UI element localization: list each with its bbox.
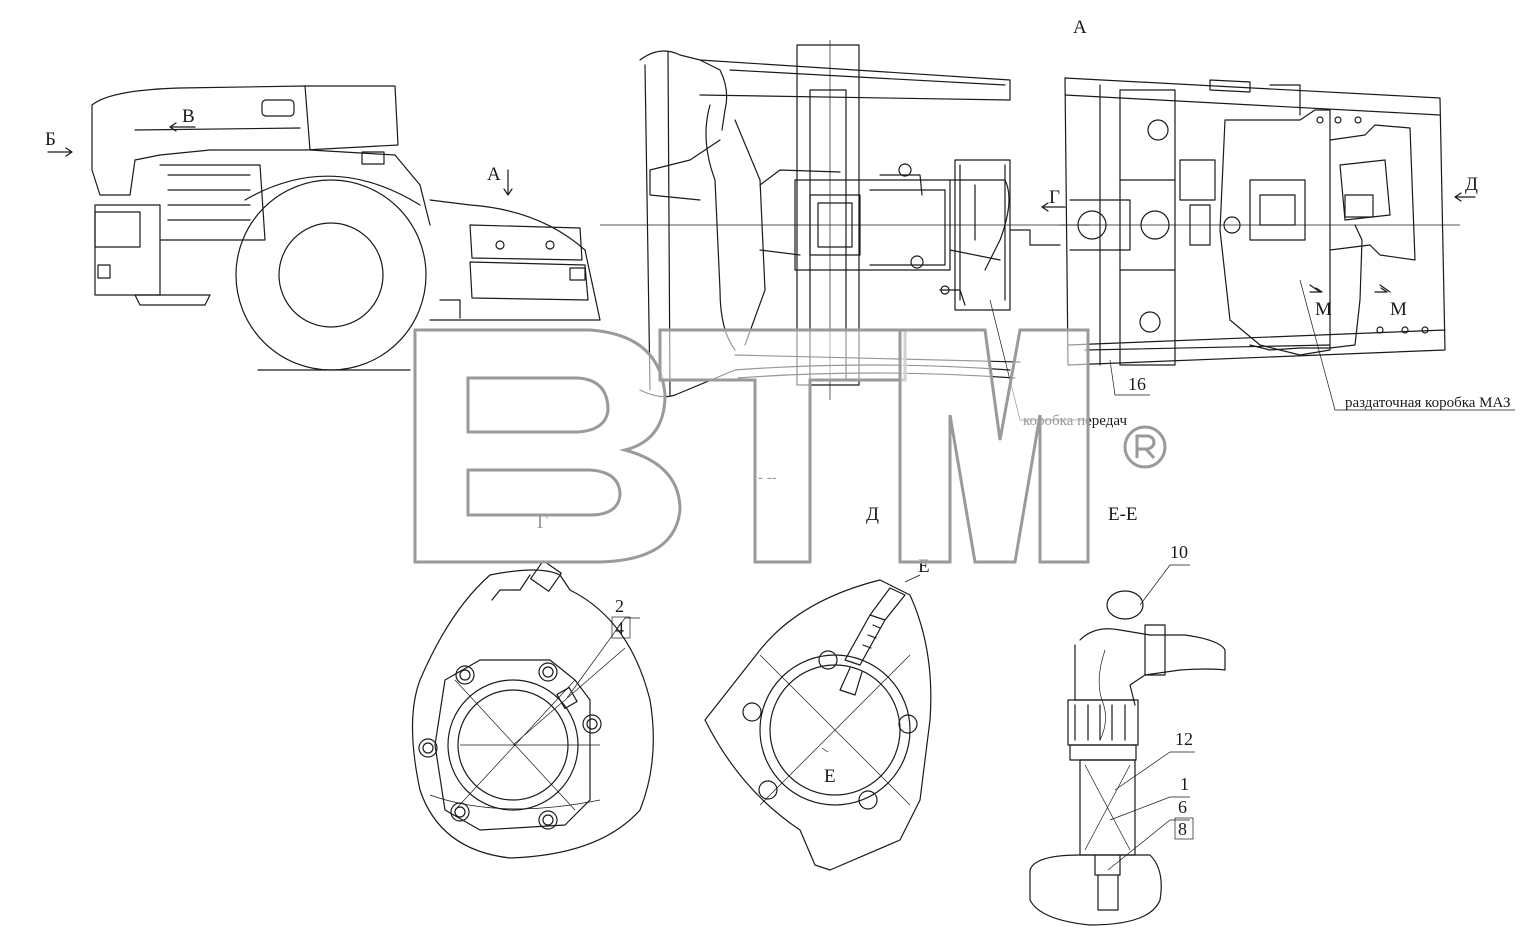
view-g-flange (411, 560, 654, 859)
label-m-right: М (1390, 299, 1407, 320)
cut-m-left (1309, 287, 1323, 293)
part-8: 8 (1178, 819, 1187, 839)
label-e-bottom: Е (824, 766, 836, 787)
part-8-box (1174, 817, 1194, 840)
part-16: 16 (1128, 374, 1146, 394)
plan-view-transfer-case (1060, 77, 1460, 366)
part-10: 10 (1170, 542, 1188, 562)
part-4-box (611, 616, 631, 639)
arrow-v (169, 122, 196, 132)
part-4: 4 (615, 618, 624, 638)
label-view-d: Д (866, 504, 879, 525)
label-view-a: А (1073, 17, 1087, 38)
label-e-top: Е (918, 556, 930, 577)
p16-leader (1109, 359, 1150, 396)
cut-m-right (1374, 287, 1388, 293)
arrow-d (1454, 192, 1476, 202)
part-6: 6 (1178, 797, 1187, 817)
transfer-case-leader (1299, 279, 1515, 411)
callout-transfer-case: раздаточная коробка МАЗ (1345, 395, 1511, 411)
part-1: 1 (1180, 774, 1189, 794)
arrow-b (47, 147, 73, 157)
label-a-arrow: А (487, 164, 501, 185)
label-b: Б (45, 129, 56, 150)
label-d-arrow: Д (1465, 174, 1478, 195)
label-g-arrow: Г (1049, 187, 1060, 208)
label-m-left: М (1315, 299, 1332, 320)
part-2: 2 (615, 596, 624, 616)
part-12: 12 (1175, 729, 1193, 749)
truck-side-view (91, 85, 601, 371)
watermark (413, 328, 1167, 564)
view-d-housing (704, 574, 932, 871)
label-section-ee: Е-Е (1108, 504, 1138, 525)
label-v: В (182, 106, 195, 127)
section-ee-sensor (1029, 564, 1226, 926)
arrow-a (503, 169, 513, 196)
arrow-g (1041, 202, 1066, 212)
